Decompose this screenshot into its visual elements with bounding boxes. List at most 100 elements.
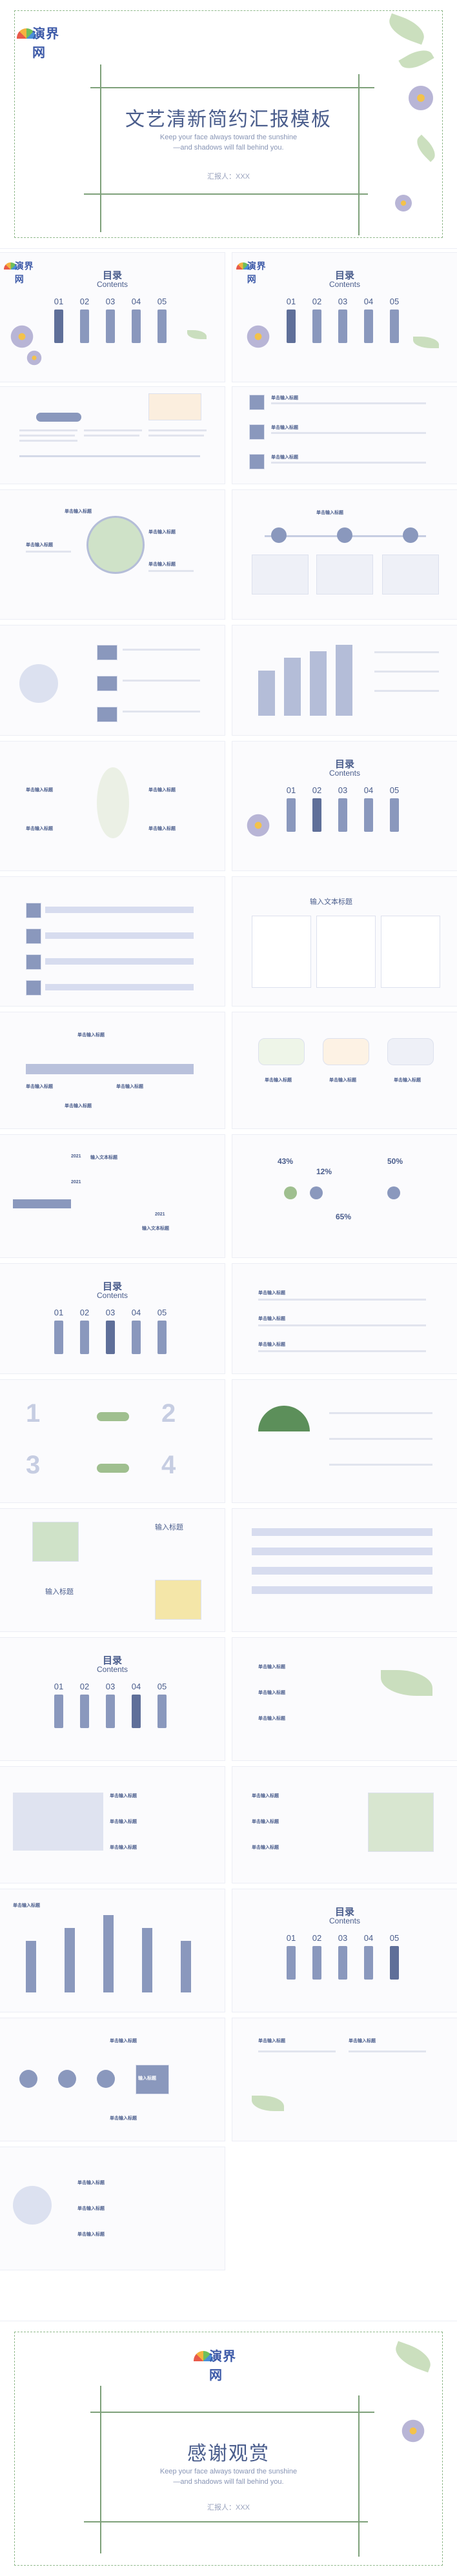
toc-num: 04 xyxy=(131,297,141,306)
flow-node xyxy=(97,2070,115,2088)
label: 单击输入标题 xyxy=(77,1033,105,1037)
toc-bar xyxy=(338,1946,347,1980)
list-bar xyxy=(252,1528,432,1536)
year-label: 2021 xyxy=(71,1180,81,1185)
toc-bar xyxy=(132,310,141,343)
cover-subtitle-1: Keep your face always toward the sunshin… xyxy=(159,133,298,141)
slide-arrow-steps: 单击输入标题 单击输入标题 单击输入标题 xyxy=(0,1767,225,1883)
logo-text: 演界网 xyxy=(14,261,34,285)
logo-text: 演界网 xyxy=(209,2350,236,2383)
toc-num: 05 xyxy=(389,1933,400,1943)
slide-numbered-list: 单击输入标题 单击输入标题 单击输入标题 xyxy=(232,387,457,484)
label: 单击输入标题 xyxy=(26,827,53,831)
label: 单击输入标题 xyxy=(77,2207,105,2211)
list-bar xyxy=(252,1586,432,1594)
slide-three-circles: 单击输入标题 xyxy=(232,490,457,619)
cylinder-bar xyxy=(284,658,301,716)
node-box xyxy=(97,645,117,660)
flower-icon xyxy=(245,812,271,838)
big-number: 1 xyxy=(26,1399,41,1428)
label: 单击输入标题 xyxy=(258,1691,285,1695)
toc-bar xyxy=(106,1695,115,1728)
label: 输入文本标题 xyxy=(142,1226,169,1231)
toc-num: 05 xyxy=(389,297,400,306)
label: 单击输入标题 xyxy=(258,1665,285,1669)
toc-bar xyxy=(157,1695,167,1728)
slide-toc-4: 目录 Contents 01 02 03 04 05 xyxy=(0,1264,225,1373)
toc-num: 04 xyxy=(363,785,374,795)
slide-photo-text: 输入标题 输入标题 xyxy=(0,1509,225,1631)
label: 单击输入标题 xyxy=(258,1317,285,1321)
toc-bar xyxy=(80,1321,89,1354)
node-icon xyxy=(403,527,418,543)
toc-subtitle: Contents xyxy=(96,1291,128,1300)
stat-value: 50% xyxy=(387,1157,403,1166)
toc-subtitle: Contents xyxy=(96,1665,128,1674)
toc-bar xyxy=(132,1321,141,1354)
slide-icon-list xyxy=(0,877,225,1006)
ending-reporter: 汇报人：XXX xyxy=(207,2504,250,2512)
text-line xyxy=(258,1299,426,1301)
stat-dot xyxy=(387,1186,400,1199)
label-pill xyxy=(97,1412,129,1421)
slide-flow: 输入标题 单击输入标题 单击输入标题 xyxy=(0,2018,225,2141)
frame-line-bottom xyxy=(84,193,368,195)
flower-icon xyxy=(9,324,35,349)
photo xyxy=(368,1793,434,1852)
item-title: 单击输入标题 xyxy=(271,455,298,460)
ending-slide: 演界网 感谢观赏 Keep your face always toward th… xyxy=(0,2321,457,2576)
toc-bar xyxy=(54,1321,63,1354)
toc-bar xyxy=(364,1946,373,1980)
divider xyxy=(19,455,200,457)
label: 单击输入标题 xyxy=(265,1078,292,1083)
dashed-frame xyxy=(14,2332,443,2566)
toc-bar xyxy=(287,1946,296,1980)
site-logo: 演界网 xyxy=(194,2345,241,2383)
text-line xyxy=(19,440,77,442)
text-line xyxy=(271,432,426,434)
slide-text-title: 输入文本标题 xyxy=(232,877,457,1006)
slide-arrow-timeline: 单击输入标题 单击输入标题 单击输入标题 单击输入标题 xyxy=(0,1012,225,1128)
toc-bar xyxy=(80,1695,89,1728)
toc-title: 目录 xyxy=(102,1281,122,1292)
toc-bar xyxy=(54,310,63,343)
text-line xyxy=(271,462,426,464)
toc-num: 01 xyxy=(54,1682,64,1691)
label-pill xyxy=(97,1464,129,1473)
hub-circle xyxy=(19,664,58,703)
slide-photo-list: 单击输入标题 单击输入标题 单击输入标题 xyxy=(232,1767,457,1883)
umbrella-icon xyxy=(258,1406,310,1431)
logo-rainbow-icon xyxy=(17,28,36,39)
toc-num: 04 xyxy=(363,1933,374,1943)
label: 单击输入标题 xyxy=(252,1845,279,1850)
label: 输入文本标题 xyxy=(90,1155,117,1160)
frame-line-top xyxy=(90,2412,374,2413)
slide-two-column-text: 单击输入标题 单击输入标题 xyxy=(232,2018,457,2141)
label: 单击输入标题 xyxy=(65,1104,92,1108)
text-line xyxy=(19,435,75,437)
label: 单击输入标题 xyxy=(110,2116,137,2121)
bar xyxy=(142,1928,152,1992)
toc-title: 目录 xyxy=(102,1655,122,1666)
year-label: 2021 xyxy=(155,1212,165,1217)
big-number: 2 xyxy=(161,1399,176,1428)
toc-num: 05 xyxy=(157,1308,167,1317)
toc-num: 03 xyxy=(338,1933,348,1943)
list-bar xyxy=(45,907,194,913)
label: 单击输入标题 xyxy=(252,1820,279,1824)
toc-bar xyxy=(132,1695,141,1728)
toc-num: 03 xyxy=(105,297,116,306)
info-card xyxy=(316,555,373,595)
frame-line-right xyxy=(358,2395,360,2557)
logo-rainbow-icon xyxy=(4,262,17,270)
bar xyxy=(65,1928,75,1992)
text-card xyxy=(381,916,440,988)
toc-num: 04 xyxy=(131,1682,141,1691)
slide-speech-bubbles: 单击输入标题 单击输入标题 单击输入标题 xyxy=(232,1012,457,1128)
toc-num: 02 xyxy=(79,1308,90,1317)
label: 单击输入标题 xyxy=(13,1903,40,1908)
flower-illustration xyxy=(97,767,129,838)
item-title: 单击输入标题 xyxy=(271,396,298,400)
toc-bar xyxy=(312,310,321,343)
text-line xyxy=(329,1438,432,1440)
